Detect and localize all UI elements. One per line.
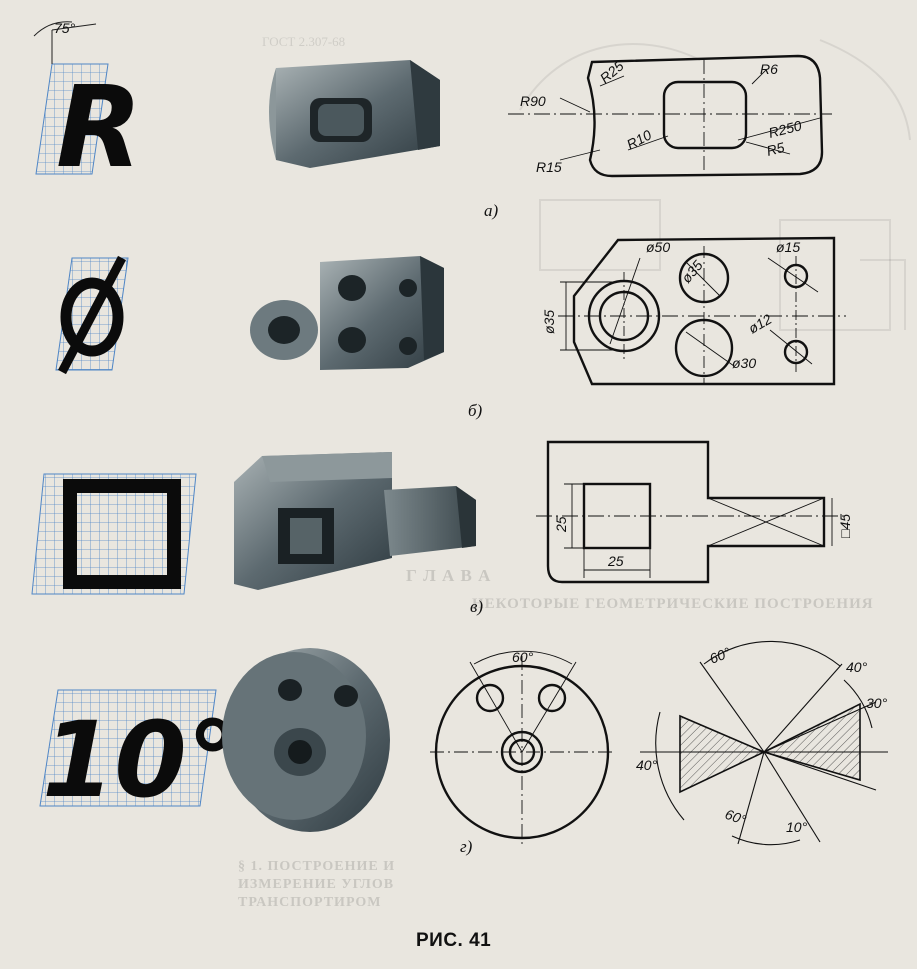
dim-a-r5: R5 (765, 139, 786, 159)
label-a: а) (484, 201, 499, 220)
dim-g-60-bottom: 60° (723, 806, 749, 828)
part-plate-with-holes (250, 256, 444, 370)
dim-v-25-horiz: 25 (607, 553, 624, 569)
background-heading: НЕКОТОРЫЕ ГЕОМЕТРИЧЕСКИЕ ПОСТРОЕНИЯ (472, 596, 874, 612)
drawing-a (508, 54, 832, 178)
part-plate-with-slot (269, 60, 440, 168)
part-block-square-hole (234, 452, 476, 590)
dim-a-r10: R10 (624, 126, 654, 152)
dim-b-d12: ø12 (746, 311, 775, 337)
label-b: б) (468, 401, 483, 420)
dim-g-40-left: 40° (636, 757, 658, 773)
background-section-heading: § 1. ПОСТРОЕНИЕ И ИЗМЕРЕНИЕ УГЛОВ ТРАНСП… (238, 859, 396, 910)
background-chapter-label: Г Л А В А (406, 566, 492, 585)
background-gost-ref: ГОСТ 2.307-68 (262, 34, 346, 49)
dim-b-d35-left: ø35 (541, 310, 557, 334)
label-v: в) (470, 597, 483, 616)
dim-b-d35: ø35 (678, 257, 706, 286)
label-g: г) (460, 837, 473, 856)
dim-a-r6: R6 (760, 61, 778, 77)
dim-g-60-right: 60° (707, 644, 733, 667)
degree-symbol: 10° (39, 689, 239, 821)
drawing-g-left (430, 650, 614, 846)
figure-caption: РИС. 41 (416, 930, 492, 951)
dim-b-d30: ø30 (732, 355, 756, 371)
dim-a-r15: R15 (536, 159, 562, 175)
dim-a-r250: R250 (767, 117, 804, 141)
dim-v-25-vert: 25 (553, 516, 569, 533)
degree-glyph: 10° (42, 699, 239, 821)
drawing-v (536, 440, 846, 584)
drawing-g-angles (640, 640, 888, 846)
angle-75-label: 75° (54, 20, 76, 36)
bleed-through-lines (519, 39, 911, 331)
part-flange-disc (222, 648, 390, 832)
dim-g-40-top: 40° (846, 659, 868, 675)
dim-b-d15: ø15 (776, 239, 800, 255)
diameter-symbol (55, 255, 129, 375)
radius-symbol: R 75° (33, 20, 142, 193)
radius-glyph: R (56, 63, 142, 193)
dim-g-10: 10° (786, 819, 808, 835)
drawing-b (558, 236, 846, 386)
dim-v-sq45: □45 (837, 514, 853, 538)
dim-a-r90: R90 (520, 93, 546, 109)
dim-g-30: 30° (866, 695, 888, 711)
dim-b-d50: ø50 (646, 239, 670, 255)
square-symbol (31, 473, 197, 595)
dim-g-60-left: 60° (512, 649, 534, 665)
